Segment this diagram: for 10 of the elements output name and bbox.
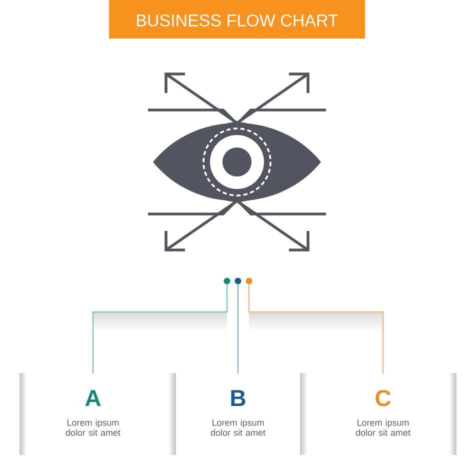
step-letter: C	[376, 390, 391, 406]
title-banner: BUSINESS FLOW CHART	[109, 0, 365, 38]
step-description: Lorem ipsum dolor sit amet	[66, 419, 120, 436]
connector-line	[92, 284, 228, 374]
step-letter: A	[85, 390, 101, 406]
connector-line	[248, 284, 384, 374]
step-description: Lorem ipsum dolor sit amet	[356, 419, 410, 436]
step-letter: B	[231, 390, 246, 406]
connector-line	[237, 284, 239, 374]
step-description: Lorem ipsum dolor sit amet	[210, 419, 266, 436]
